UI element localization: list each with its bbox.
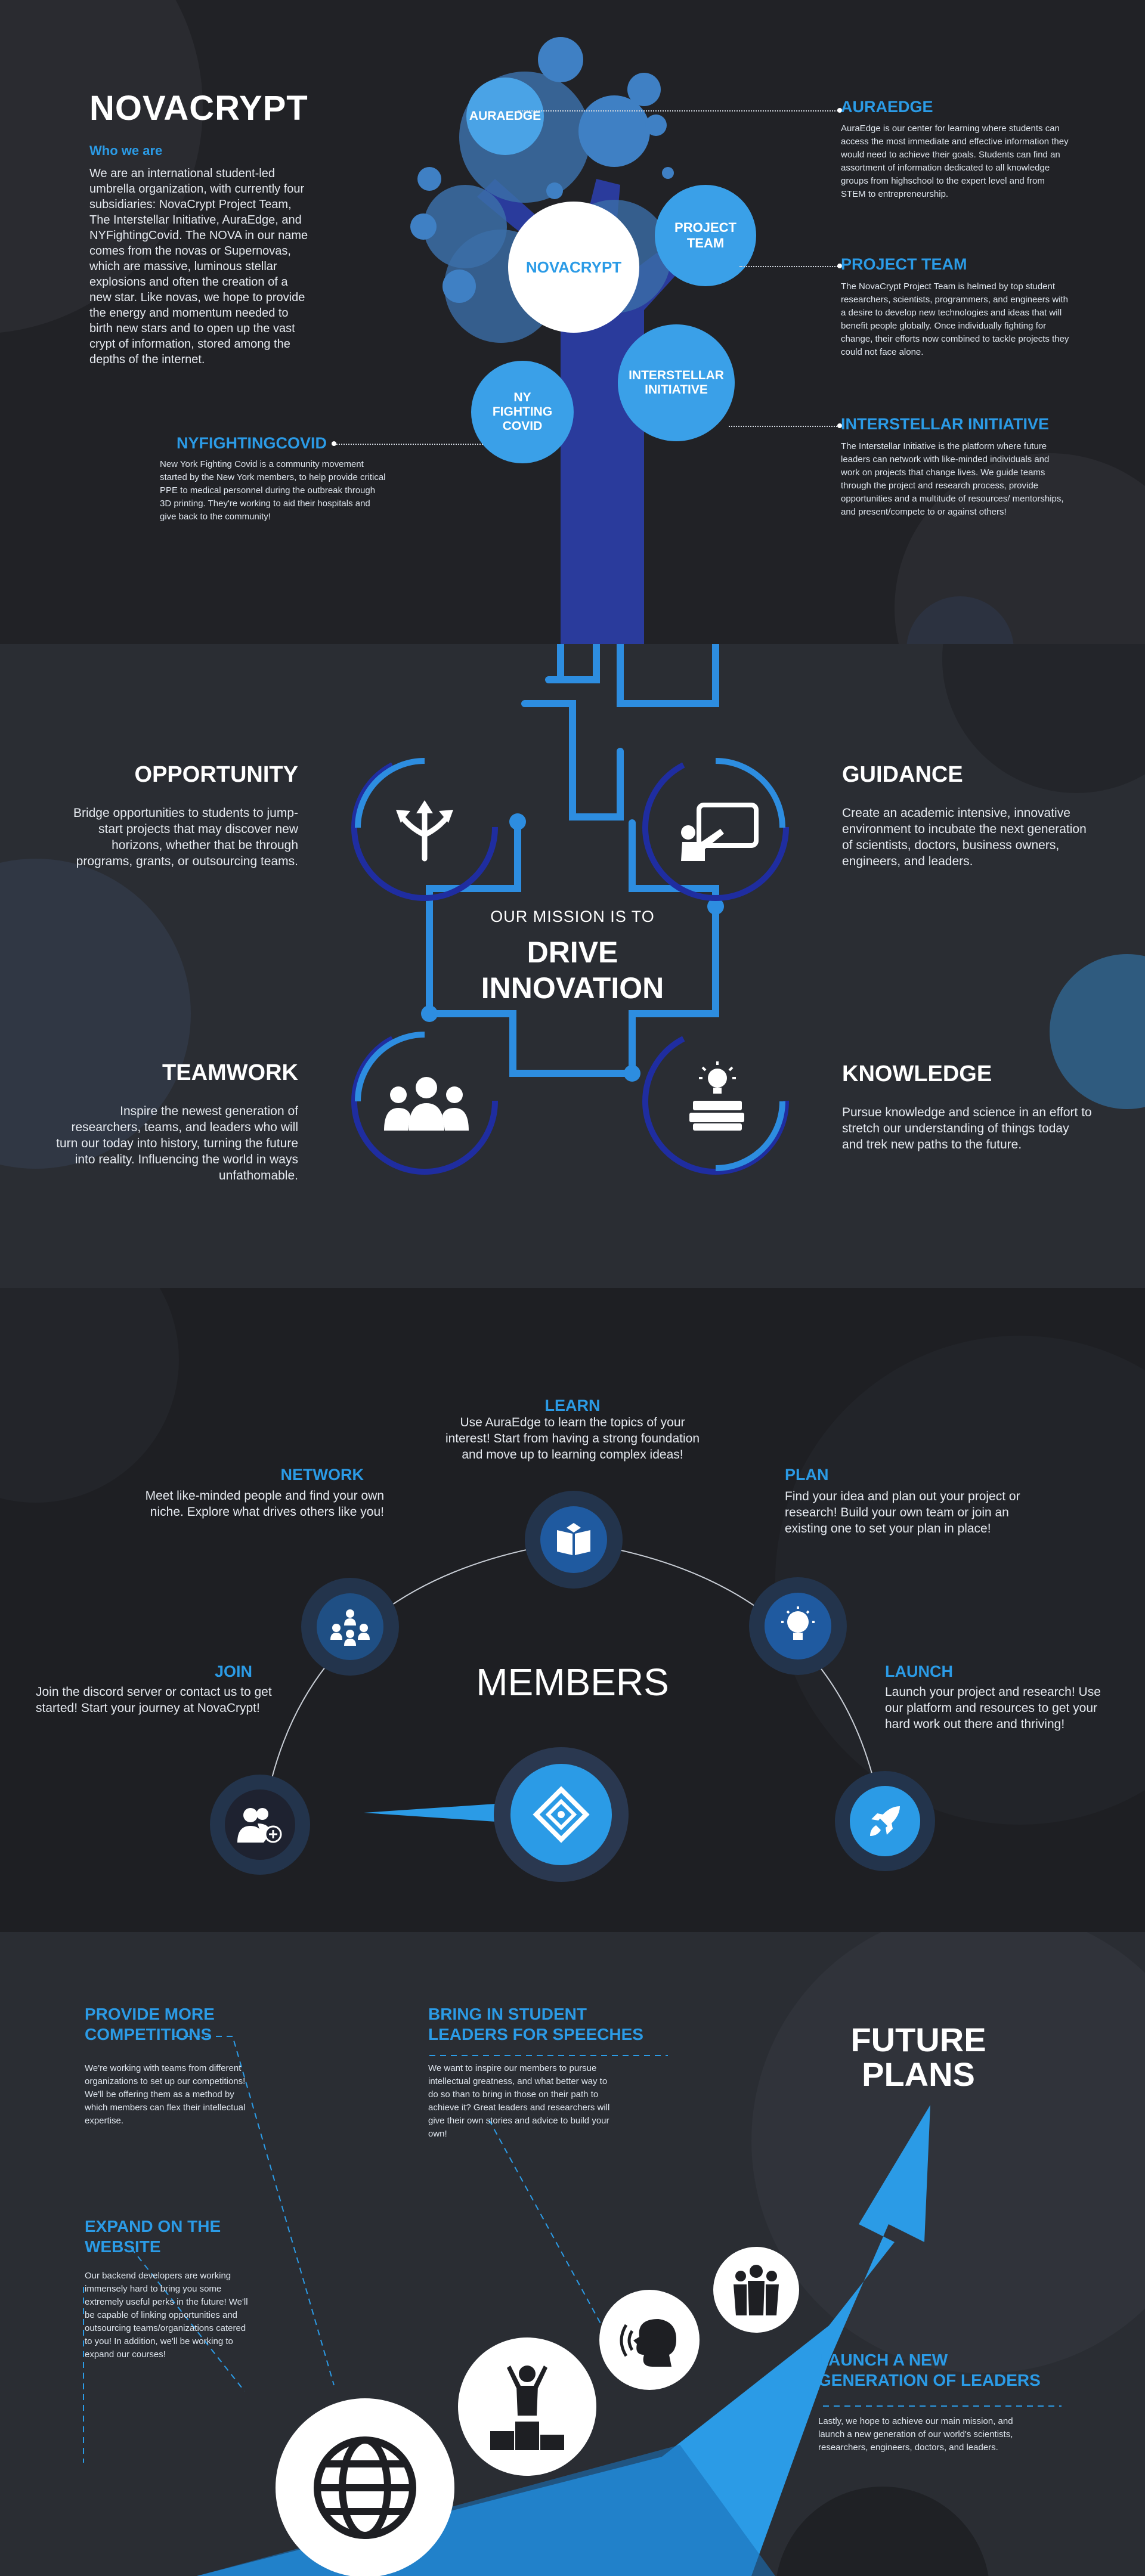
books-lightbulb-icon xyxy=(689,1061,744,1131)
bg-circle xyxy=(751,1932,1145,2373)
split-arrows-icon xyxy=(396,800,453,862)
join-heading: JOIN xyxy=(215,1662,253,1680)
auraedge-heading: AURAEDGE xyxy=(841,98,933,116)
connector-line xyxy=(739,266,840,267)
website-heading-1: EXPAND ON THE xyxy=(85,2217,221,2236)
speaking-head-icon xyxy=(620,2319,676,2367)
members-logo-node xyxy=(494,1747,629,1882)
about-section: NOVACRYPT Who we are We are an internati… xyxy=(0,0,1145,644)
website-text: Our backend developers are working immen… xyxy=(85,2271,248,2360)
guidance-heading: GUIDANCE xyxy=(842,762,963,787)
knowledge-heading: KNOWLEDGE xyxy=(842,1061,992,1086)
launch-heading: LAUNCH xyxy=(885,1662,953,1680)
speeches-heading-2: LEADERS FOR SPEECHES xyxy=(428,2025,643,2044)
podium-trophy-icon xyxy=(490,2366,564,2450)
plan-node[interactable] xyxy=(749,1577,847,1675)
project-team-heading: PROJECT TEAM xyxy=(841,255,967,273)
mission-line2: DRIVE xyxy=(527,936,618,969)
website-node[interactable] xyxy=(276,2398,454,2576)
mission-line1: OUR MISSION IS TO xyxy=(490,908,655,925)
future-section: FUTURE PLANS PROVIDE MORE COMPETITIONS W… xyxy=(0,1932,1145,2576)
launch-text: Launch your project and research! Use ou… xyxy=(885,1685,1101,1731)
learn-heading: LEARN xyxy=(544,1397,601,1414)
about-subtitle: Who we are xyxy=(89,143,163,158)
auraedge-text: AuraEdge is our center for learning wher… xyxy=(841,123,1069,199)
mission-section: OUR MISSION IS TO DRIVE INNOVATION OPPOR… xyxy=(0,644,1145,1288)
network-people-icon xyxy=(317,1593,383,1660)
tree-node-auraedge[interactable]: AURAEDGE xyxy=(466,78,544,155)
join-text: Join the discord server or contact us to… xyxy=(36,1685,272,1715)
teamwork-text: Inspire the newest generation of researc… xyxy=(56,1104,298,1182)
opportunity-text: Bridge opportunities to students to jump… xyxy=(73,806,298,868)
diamond-logo-icon xyxy=(510,1764,612,1865)
plan-heading: PLAN xyxy=(785,1466,829,1484)
learn-node[interactable] xyxy=(525,1491,623,1589)
future-title-1: FUTURE xyxy=(850,2021,986,2058)
network-node[interactable] xyxy=(301,1578,399,1676)
globe-icon xyxy=(314,2436,416,2539)
connector-line xyxy=(518,110,840,112)
knowledge-text: Pursue knowledge and science in an effor… xyxy=(842,1106,1092,1151)
about-text: We are an international student-led umbr… xyxy=(89,167,308,366)
speeches-text: We want to inspire our members to pursue… xyxy=(428,2063,610,2139)
tree-node-project-team[interactable]: PROJECT TEAM xyxy=(655,185,756,286)
learn-text: Use AuraEdge to learn the topics of your… xyxy=(445,1416,700,1462)
book-icon xyxy=(540,1506,607,1573)
lightbulb-icon xyxy=(765,1593,831,1659)
connector-line xyxy=(334,444,483,445)
tree-node-novacrypt[interactable]: NOVACRYPT xyxy=(508,202,639,333)
rocket-icon xyxy=(850,1786,920,1856)
plan-text: Find your idea and plan out your project… xyxy=(785,1490,1020,1535)
leaders-heading-2: GENERATION OF LEADERS xyxy=(818,2371,1041,2389)
competitions-heading-1: PROVIDE MORE xyxy=(85,2005,215,2023)
nyfc-heading: NYFIGHTINGCOVID xyxy=(176,434,327,452)
leaders-node[interactable] xyxy=(713,2247,799,2333)
future-title-2: PLANS xyxy=(862,2055,975,2093)
competitions-node[interactable] xyxy=(458,2337,596,2476)
speeches-heading-1: BRING IN STUDENT xyxy=(428,2005,587,2023)
connector-dot xyxy=(837,264,842,268)
leaders-group-icon xyxy=(734,2265,779,2315)
leaders-heading-1: LAUNCH A NEW xyxy=(818,2351,948,2369)
interstellar-heading: INTERSTELLAR INITIATIVE xyxy=(841,415,1049,433)
connector-dot xyxy=(332,441,336,446)
network-heading: NETWORK xyxy=(280,1466,364,1484)
tree-node-nyfc[interactable]: NY FIGHTING COVID xyxy=(471,361,574,463)
mission-line3: INNOVATION xyxy=(481,971,664,1005)
members-title: MEMBERS xyxy=(476,1661,669,1704)
team-people-icon xyxy=(384,1077,469,1131)
leaders-text: Lastly, we hope to achieve our main miss… xyxy=(818,2416,1013,2453)
network-text: Meet like-minded people and find your ow… xyxy=(145,1489,384,1519)
project-team-text: The NovaCrypt Project Team is helmed by … xyxy=(841,281,1069,357)
presentation-board-icon xyxy=(681,803,759,861)
teamwork-heading: TEAMWORK xyxy=(162,1060,298,1085)
members-section: MEMBERS LEARN Use AuraEdge to learn the … xyxy=(0,1288,1145,1932)
opportunity-heading: OPPORTUNITY xyxy=(134,762,298,787)
connector-dot xyxy=(837,108,842,113)
website-heading-2: WEBSITE xyxy=(85,2237,161,2256)
launch-node[interactable] xyxy=(835,1771,935,1871)
connector-line xyxy=(729,426,840,427)
competitions-heading-2: COMPETITIONS xyxy=(85,2025,212,2044)
nyfc-text: New York Fighting Covid is a community m… xyxy=(160,459,386,522)
interstellar-text: The Interstellar Initiative is the platf… xyxy=(841,441,1064,517)
page-title: NOVACRYPT xyxy=(89,89,308,128)
mission-network xyxy=(351,644,789,1175)
connector-dot xyxy=(837,423,842,428)
competitions-text: We're working with teams from different … xyxy=(85,2063,246,2126)
add-user-icon xyxy=(225,1789,295,1860)
guidance-text: Create an academic intensive, innovative… xyxy=(842,806,1087,868)
tree-node-interstellar[interactable]: INTERSTELLAR INITIATIVE xyxy=(618,324,735,441)
join-node[interactable] xyxy=(210,1775,310,1875)
speeches-node[interactable] xyxy=(599,2290,700,2390)
